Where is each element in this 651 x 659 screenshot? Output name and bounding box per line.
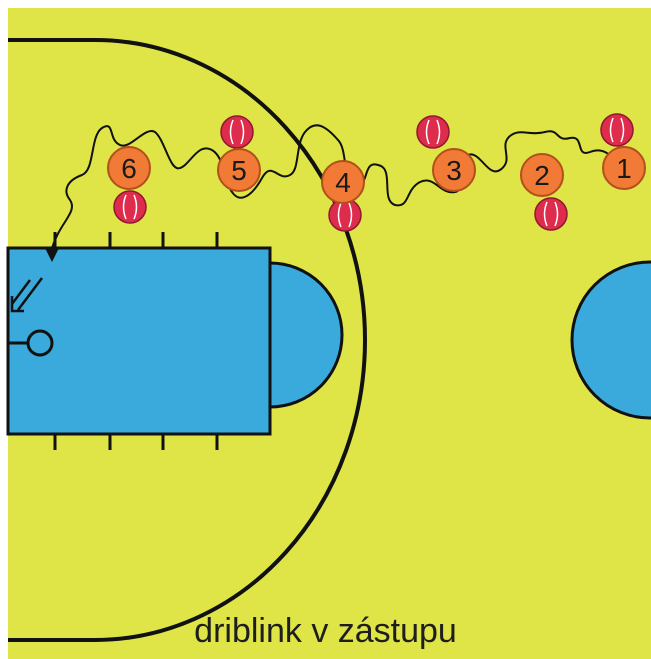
key-lane bbox=[6, 246, 272, 436]
shot-arrows-icon bbox=[10, 277, 43, 313]
player-number: 5 bbox=[231, 155, 247, 186]
player-5: 5 bbox=[217, 148, 261, 192]
player-2: 2 bbox=[520, 153, 564, 197]
player-number: 3 bbox=[446, 155, 462, 186]
player-6: 6 bbox=[107, 146, 151, 190]
ball-icon bbox=[534, 197, 568, 231]
ball-icon bbox=[600, 113, 634, 147]
player-number: 6 bbox=[121, 153, 137, 184]
dribble-arrowhead-icon bbox=[45, 248, 59, 262]
ball-icon bbox=[416, 115, 450, 149]
player-number: 4 bbox=[335, 167, 351, 198]
right-free-throw-circle bbox=[570, 260, 651, 420]
ball-icon bbox=[220, 115, 254, 149]
player-number: 1 bbox=[616, 153, 632, 184]
player-1: 1 bbox=[602, 146, 646, 190]
lane-hash-marks bbox=[53, 232, 219, 450]
balls bbox=[113, 113, 634, 232]
dribble-path bbox=[51, 124, 621, 249]
player-number: 2 bbox=[534, 160, 550, 191]
diagram-caption: driblink v zástupu bbox=[194, 612, 457, 650]
players: 1 2 3 4 5 6 bbox=[107, 146, 646, 204]
ball-icon bbox=[113, 190, 147, 224]
ball-icon bbox=[328, 198, 362, 232]
three-point-arc bbox=[8, 38, 367, 642]
basket-icon bbox=[26, 329, 54, 357]
player-3: 3 bbox=[432, 148, 476, 192]
player-4: 4 bbox=[321, 160, 365, 204]
